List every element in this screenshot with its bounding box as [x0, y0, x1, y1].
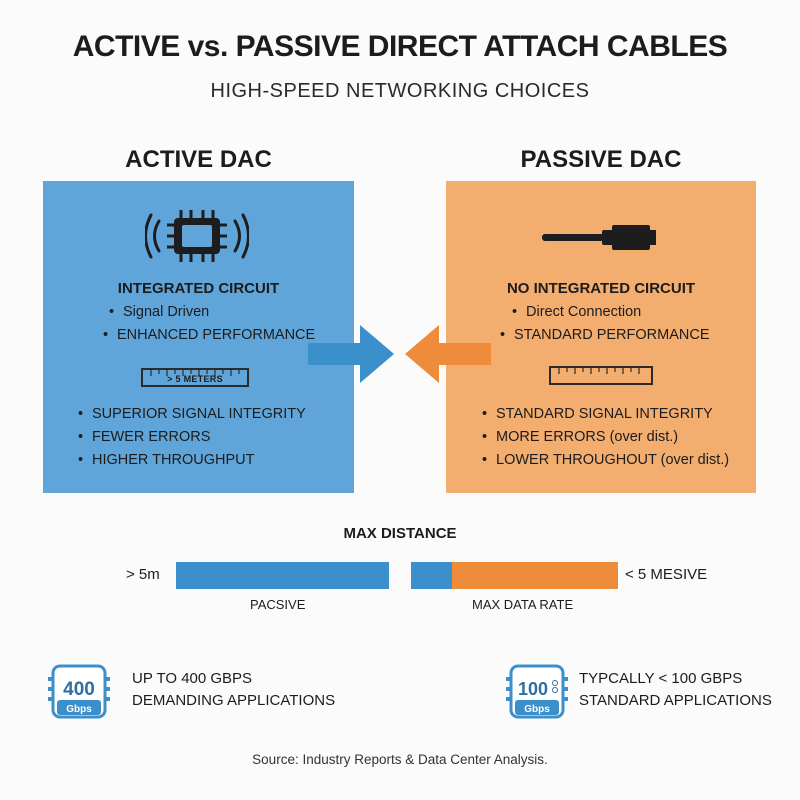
cable-plug-icon [542, 225, 656, 250]
passive-distance-bar-orange [452, 562, 618, 589]
active-benefit: HIGHER THROUGHPUT [78, 449, 306, 472]
passive-feature: NO INTEGRATED CIRCUIT [506, 280, 696, 297]
badge-value: 100 [518, 679, 548, 699]
passive-badge-line2: STANDARD APPLICATIONS [579, 692, 772, 709]
active-benefit: SUPERIOR SIGNAL INTEGRITY [78, 403, 306, 426]
passive-ruler-icon [549, 366, 653, 385]
page-title: ACTIVE vs. PASSIVE DIRECT ATTACH CABLES [72, 30, 728, 63]
active-feature: INTEGRATED CIRCUIT [117, 280, 280, 297]
ruler-label: > 5 METERS [167, 374, 223, 384]
passive-heading: PASSIVE DAC [520, 146, 682, 173]
active-point: Signal Driven [109, 301, 315, 324]
distance-right-caption: MAX DATA RATE [472, 597, 574, 612]
chip-signal-icon [145, 210, 249, 262]
badge-value: 400 [63, 679, 95, 700]
active-heading: ACTIVE DAC [125, 146, 272, 173]
active-badge-line1: UP TO 400 GBPS [132, 670, 253, 687]
distance-title: MAX DISTANCE [343, 525, 457, 542]
passive-panel: NO INTEGRATED CIRCUIT Direct Connection … [446, 181, 756, 493]
badge-unit: Gbps [66, 704, 92, 715]
passive-benefit: MORE ERRORS (over dist.) [482, 426, 729, 449]
distance-left-caption: PACSIVE [250, 597, 306, 612]
speed-100-badge-icon: 100 Gbps [506, 664, 568, 719]
passive-point: STANDARD PERFORMANCE [500, 324, 710, 347]
ruler-ticks [150, 370, 240, 376]
badge-dot-icon [552, 687, 558, 693]
badge-dot-icon [552, 680, 558, 686]
source-note: Source: Industry Reports & Data Center A… [252, 752, 548, 767]
active-panel: INTEGRATED CIRCUIT Signal Driven ENHANCE… [43, 181, 354, 493]
passive-badge-text: TYPCALLY < 100 GBPS STANDARD APPLICATION… [579, 668, 772, 712]
arrow-left-icon [405, 325, 491, 383]
passive-benefit: LOWER THROUGHOUT (over dist.) [482, 449, 729, 472]
distance-right-label: < 5 MESIVE [625, 566, 708, 583]
badge-unit: Gbps [524, 704, 550, 715]
active-ruler-icon: > 5 METERS [141, 368, 249, 387]
passive-distance-bar-blue [411, 562, 452, 589]
arrow-right-icon [308, 325, 394, 383]
active-distance-bar [176, 562, 389, 589]
ruler-ticks [558, 368, 640, 374]
active-point: ENHANCED PERFORMANCE [103, 324, 315, 347]
page-subtitle: HIGH-SPEED NETWORKING CHOICES [210, 80, 590, 102]
distance-left-label: > 5m [126, 566, 160, 583]
passive-benefit: STANDARD SIGNAL INTEGRITY [482, 403, 729, 426]
passive-benefits: STANDARD SIGNAL INTEGRITY MORE ERRORS (o… [482, 403, 729, 472]
active-badge-line2: DEMANDING APPLICATIONS [132, 692, 336, 709]
active-benefits: SUPERIOR SIGNAL INTEGRITY FEWER ERRORS H… [78, 403, 306, 472]
passive-badge-line1: TYPCALLY < 100 GBPS [579, 670, 743, 687]
passive-points: Direct Connection STANDARD PERFORMANCE [500, 301, 710, 347]
speed-400-badge-icon: 400 Gbps [48, 664, 110, 719]
active-badge-text: UP TO 400 GBPS DEMANDING APPLICATIONS [132, 668, 335, 712]
passive-point: Direct Connection [512, 301, 710, 324]
active-benefit: FEWER ERRORS [78, 426, 306, 449]
active-points: Signal Driven ENHANCED PERFORMANCE [103, 301, 315, 347]
